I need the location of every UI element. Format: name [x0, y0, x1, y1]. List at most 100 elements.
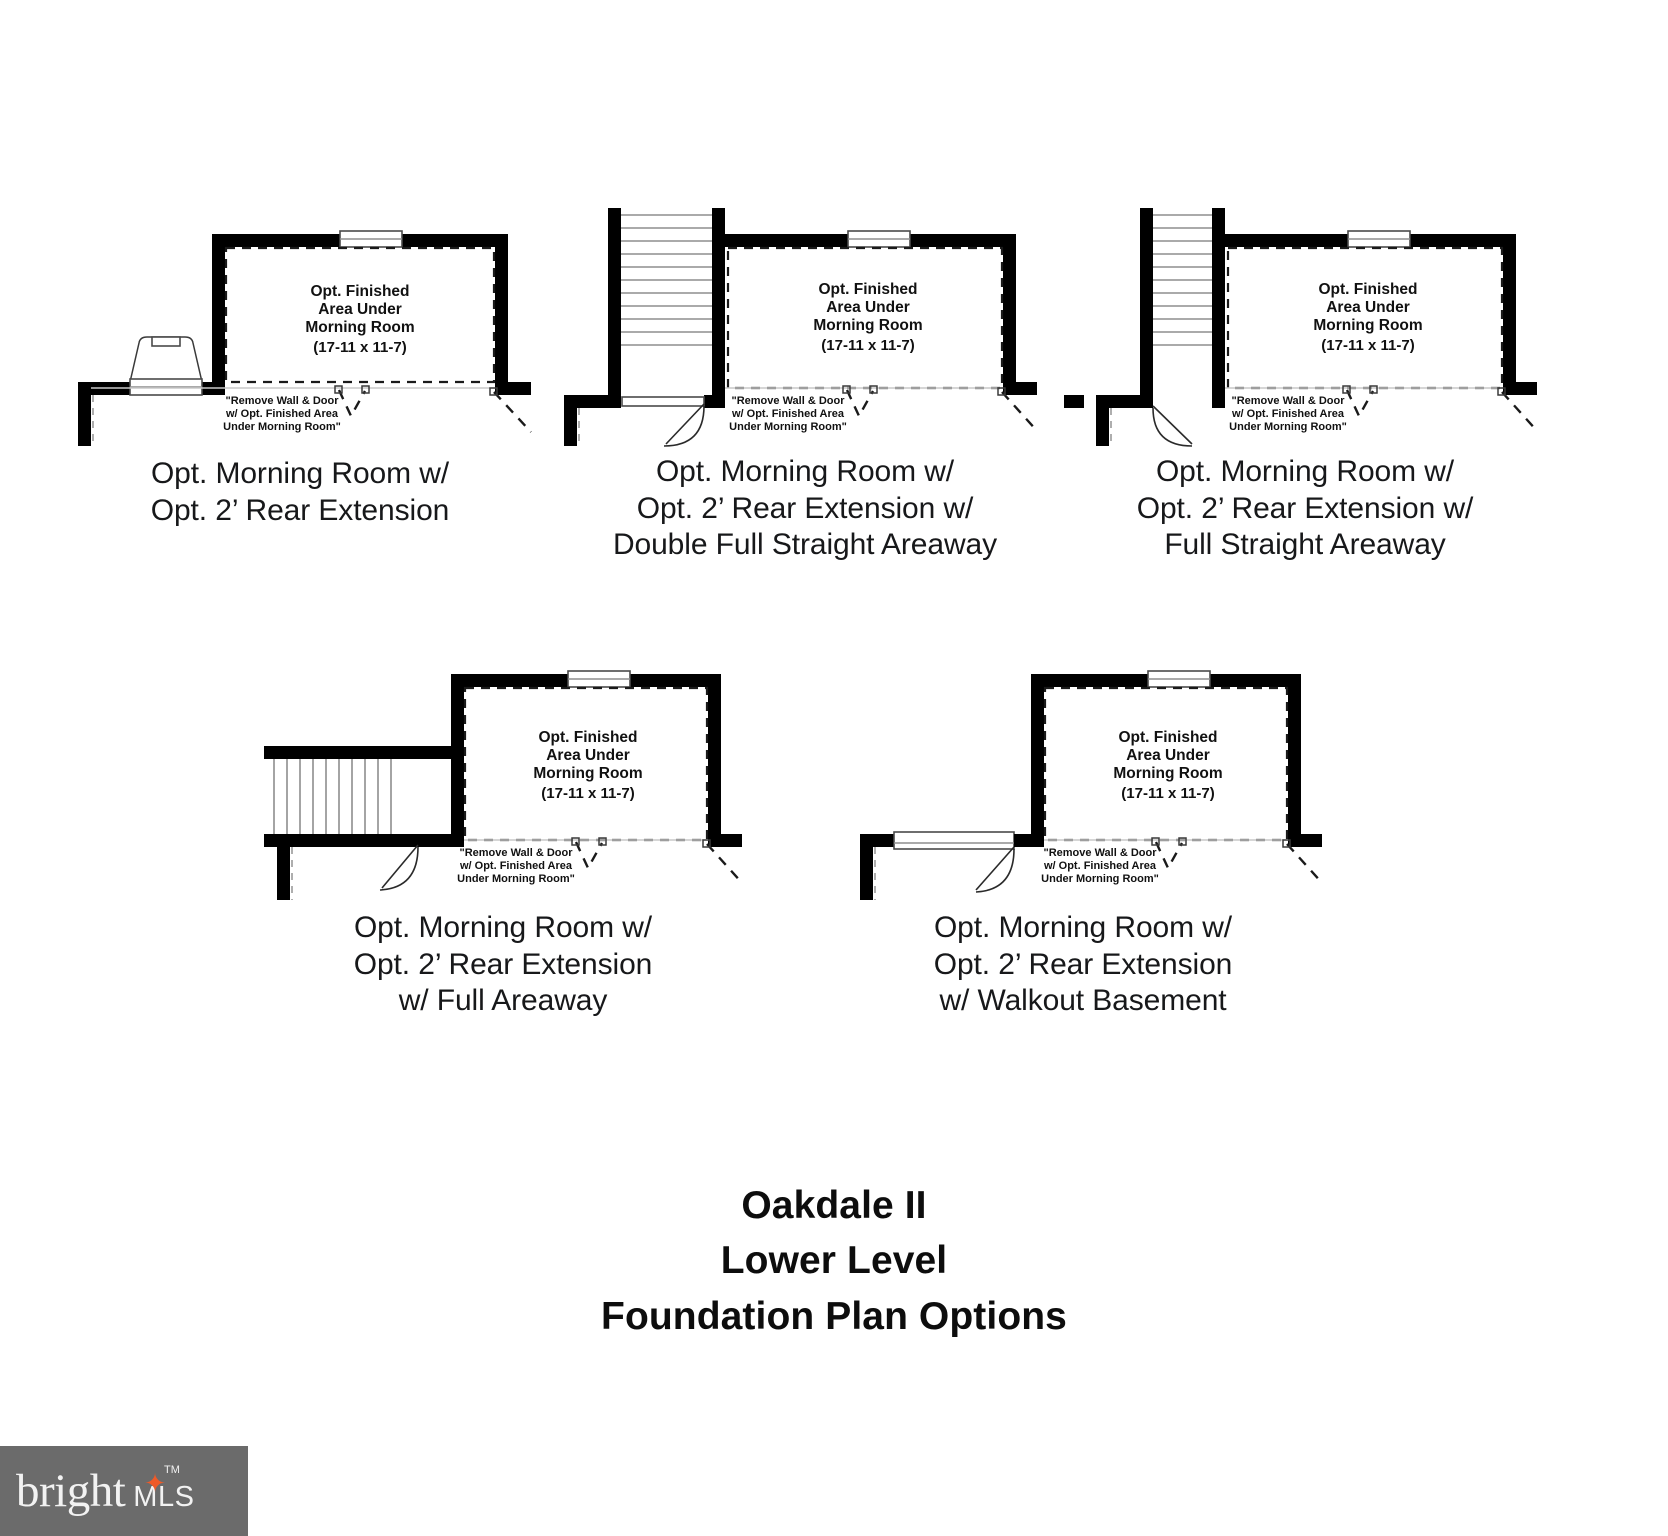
room-outline-dashed: [1043, 686, 1289, 842]
plan-svg-5: Opt. Finished Area Under Morning Room (1…: [860, 670, 1324, 900]
wall-note-line3: Under Morning Room": [1229, 421, 1347, 433]
wall-mr-bottom-right: [1503, 382, 1537, 395]
areaway-wall-left: [608, 208, 621, 408]
plan-card-3: Opt. Finished Area Under Morning Room (1…: [1060, 190, 1550, 564]
wall-mr-left: [451, 674, 464, 847]
room-dimensions: (17-11 x 11-7): [541, 785, 634, 802]
post-marker-right: [1369, 385, 1378, 394]
room-dimensions: (17-11 x 11-7): [1121, 785, 1214, 802]
room-label-line3: Morning Room: [533, 765, 642, 782]
plan-svg-4: Opt. Finished Area Under Morning Room (1…: [264, 670, 744, 900]
areaway-door-swing: [663, 405, 705, 447]
wall-note-line2: w/ Opt. Finished Area: [1231, 408, 1345, 420]
room-label-line1: Opt. Finished: [1118, 729, 1217, 746]
walkout-slider-frame: [893, 831, 1015, 850]
wall-left-vertical: [1096, 395, 1109, 446]
wall-note-line3: Under Morning Room": [1041, 873, 1159, 885]
areaway-wall-top: [264, 746, 464, 759]
watermark-suffix-text: MLS: [133, 1480, 195, 1513]
wall-mr-right: [1003, 234, 1016, 395]
wall-note-line1: "Remove Wall & Door: [226, 395, 340, 407]
areaway-stair-treads: [621, 214, 712, 346]
areaway-door-panel: [1152, 405, 1193, 445]
wall-note-line2: w/ Opt. Finished Area: [731, 408, 845, 420]
room-label-line3: Morning Room: [813, 317, 922, 334]
bright-mls-watermark: bright ✦ TM MLS: [0, 1446, 248, 1536]
room-label-line1: Opt. Finished: [818, 281, 917, 298]
room-label-line1: Opt. Finished: [310, 283, 409, 300]
wall-mr-bottom-right: [1288, 834, 1322, 847]
wall-left-vertical: [78, 382, 91, 446]
post-marker-corner: [489, 387, 498, 396]
room-dimensions: (17-11 x 11-7): [821, 337, 914, 354]
plan-drawing-2: Opt. Finished Area Under Morning Room (1…: [560, 190, 1050, 447]
post-marker-corner: [997, 387, 1006, 396]
plan-drawing-1: Opt. Finished Area Under Morning Room (1…: [60, 196, 540, 446]
areaway-wall-right: [1212, 208, 1225, 408]
wall-mr-bottom-right: [1003, 382, 1037, 395]
room-label-line1: Opt. Finished: [1318, 281, 1417, 298]
wall-note-line2: w/ Opt. Finished Area: [225, 408, 339, 420]
wall-areaway-sill: [704, 395, 725, 408]
wall-note-line3: Under Morning Room": [457, 873, 575, 885]
post-marker-left: [1342, 385, 1351, 394]
areaway-door-swing: [379, 846, 419, 891]
wall-mr-right: [1288, 674, 1301, 847]
areaway-stair-treads: [1153, 214, 1212, 346]
sheet-title-line-1: Oakdale II: [741, 1184, 927, 1227]
post-marker-left: [571, 837, 580, 846]
wall-note-line3: Under Morning Room": [223, 421, 341, 433]
room-label-line3: Morning Room: [1313, 317, 1422, 334]
plan-svg-1: Opt. Finished Area Under Morning Room (1…: [78, 230, 532, 446]
room-label-line2: Area Under: [1326, 299, 1410, 316]
plan-card-1: Opt. Finished Area Under Morning Room (1…: [60, 196, 540, 529]
wall-note-line1: "Remove Wall & Door: [732, 395, 846, 407]
plan-caption-3: Opt. Morning Room w/ Opt. 2’ Rear Extens…: [1136, 455, 1474, 562]
plan-caption-4: Opt. Morning Room w/ Opt. 2’ Rear Extens…: [353, 911, 653, 1018]
room-outline-dashed: [224, 246, 496, 384]
sheet-title-line-2: Lower Level: [720, 1239, 948, 1283]
post-marker-right: [869, 385, 878, 394]
areaway-door-panel: [665, 403, 705, 445]
wall-areaway-sill: [1212, 395, 1225, 408]
wall-left-vertical: [860, 834, 873, 900]
plan-card-5: Opt. Finished Area Under Morning Room (1…: [838, 638, 1328, 1020]
wall-note-line1: "Remove Wall & Door: [1232, 395, 1346, 407]
room-label-line1: Opt. Finished: [538, 729, 637, 746]
areaway-stair-treads: [273, 759, 392, 834]
wall-mr-right: [1503, 234, 1516, 395]
walkout-door-panel: [975, 846, 1015, 891]
room-label-line2: Area Under: [318, 301, 402, 318]
beam-marker-right: [1001, 391, 1039, 433]
wall-left-vertical: [564, 395, 577, 446]
bilco-top-plate: [151, 336, 181, 347]
post-marker-left: [842, 385, 851, 394]
room-label-line3: Morning Room: [1113, 765, 1222, 782]
beam-marker-center: [1345, 389, 1375, 419]
beam-marker-center: [1154, 841, 1184, 871]
wall-slider-jamb: [1014, 834, 1031, 847]
sheet-title-line-3: Foundation Plan Options: [601, 1294, 1067, 1338]
room-label-line2: Area Under: [826, 299, 910, 316]
beam-marker-right: [706, 843, 744, 885]
post-marker-corner: [702, 839, 711, 848]
wall-mr-bottom-right: [495, 382, 531, 395]
wall-mr-right: [495, 234, 508, 395]
post-marker-corner: [1497, 387, 1506, 396]
watermark-trademark: TM: [164, 1463, 180, 1476]
plan-card-2: Opt. Finished Area Under Morning Room (1…: [560, 190, 1050, 564]
room-label-line2: Area Under: [1126, 747, 1210, 764]
room-label-line2: Area Under: [546, 747, 630, 764]
plan-svg-2: Opt. Finished Area Under Morning Room (1…: [564, 208, 1039, 447]
room-label-line3: Morning Room: [305, 319, 414, 336]
beam-marker-right: [1501, 391, 1539, 433]
beam-marker-right: [1286, 843, 1324, 885]
post-marker-left: [1151, 837, 1160, 846]
wall-areaway-sill: [396, 834, 418, 847]
watermark-star-icon: ✦: [144, 1467, 166, 1498]
plan-drawing-5: Opt. Finished Area Under Morning Room (1…: [838, 638, 1328, 900]
wall-mr-left: [212, 234, 225, 395]
wall-note-line2: w/ Opt. Finished Area: [1043, 860, 1157, 872]
post-marker-right: [361, 385, 370, 394]
